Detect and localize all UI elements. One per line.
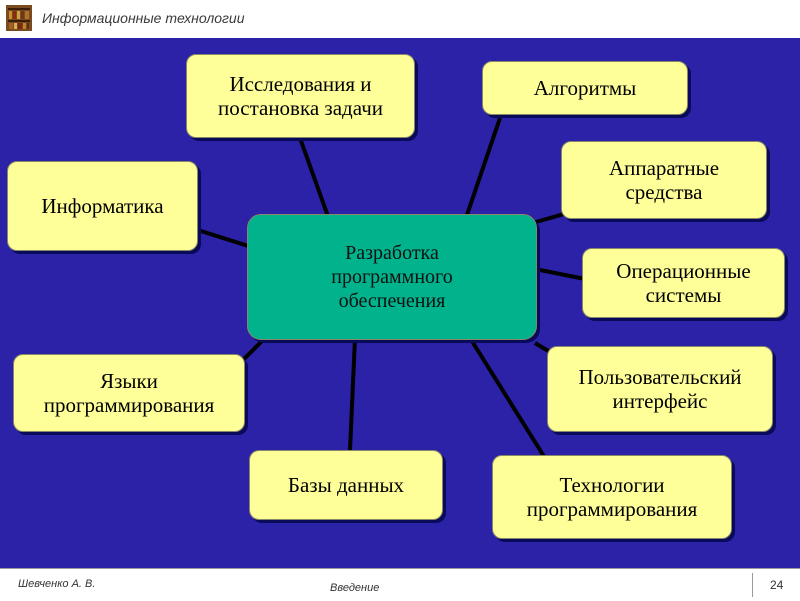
node-algorithms: Алгоритмы bbox=[482, 61, 688, 115]
node-databases: Базы данных bbox=[249, 450, 443, 520]
diagram-area: Исследования и постановка задачи Алгорит… bbox=[0, 38, 800, 568]
node-technologies: Технологии программирования bbox=[492, 455, 732, 539]
connector-technologies bbox=[468, 336, 547, 460]
footer-section: Введение bbox=[330, 582, 380, 594]
node-os: Операционные системы bbox=[582, 248, 785, 318]
slide-footer: Шевченко А. В. Введение 24 bbox=[0, 568, 800, 601]
books-icon bbox=[6, 5, 32, 31]
page-number: 24 bbox=[770, 578, 784, 592]
node-ui: Пользовательский интерфейс bbox=[547, 346, 773, 432]
node-informatics: Информатика bbox=[7, 161, 198, 251]
node-hardware: Аппаратные средства bbox=[561, 141, 767, 219]
footer-divider bbox=[752, 573, 753, 597]
node-languages: Языки программирования bbox=[13, 354, 245, 432]
header-title: Информационные технологии bbox=[42, 10, 245, 26]
slide-header: Информационные технологии bbox=[0, 0, 800, 38]
node-center: Разработка программного обеспечения bbox=[247, 214, 537, 340]
node-research: Исследования и постановка задачи bbox=[186, 54, 415, 138]
connector-databases bbox=[348, 337, 357, 451]
footer-author: Шевченко А. В. bbox=[18, 578, 96, 590]
